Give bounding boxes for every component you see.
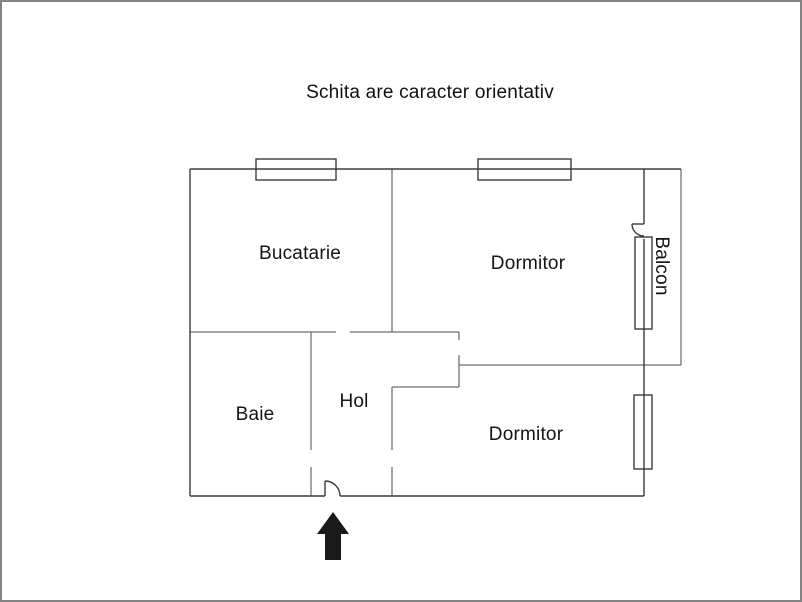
plan-disclaimer-title: Schita are caracter orientativ xyxy=(306,82,554,103)
room-label-balcon: Balcon xyxy=(651,236,672,296)
window-dormitor-top-icon xyxy=(477,158,572,181)
interior-walls xyxy=(190,169,682,496)
entrance-arrow-icon xyxy=(317,512,349,560)
room-label-dormitor-top: Dormitor xyxy=(490,253,566,274)
exterior-walls xyxy=(189,158,681,497)
room-label-baie: Baie xyxy=(235,404,275,425)
room-label-dormitor-bottom: Dormitor xyxy=(488,424,564,445)
window-bucatarie-icon xyxy=(255,158,337,181)
balcony-door-arc-icon xyxy=(631,223,645,237)
window-dormitor-bottom-icon xyxy=(633,394,653,470)
entrance-door-arc-icon xyxy=(324,480,341,497)
room-label-bucatarie: Bucatarie xyxy=(258,243,342,264)
room-label-hol: Hol xyxy=(339,391,369,412)
window-balcony-door-icon xyxy=(634,236,653,330)
